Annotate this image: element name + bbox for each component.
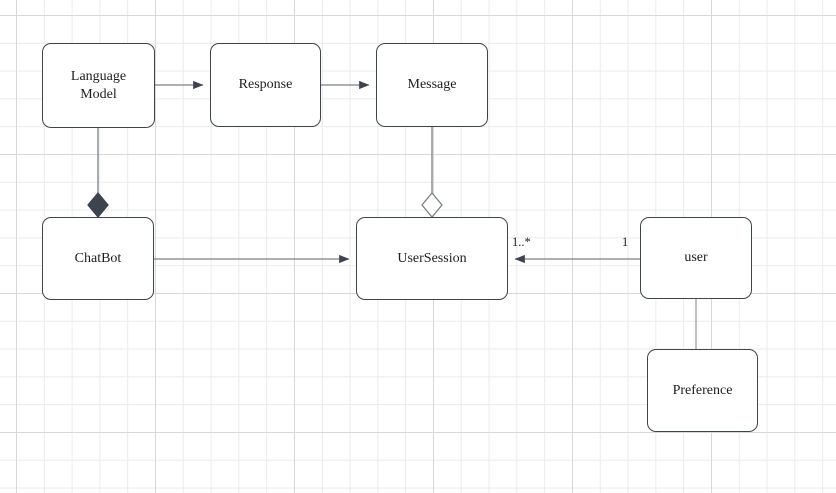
edge-language-model-to-chatbot <box>87 128 109 219</box>
filled-diamond-icon <box>87 191 109 219</box>
node-response[interactable]: Response <box>210 43 321 127</box>
hollow-diamond-icon <box>421 191 443 219</box>
multiplicity-label-user-session: 1..* <box>512 235 531 249</box>
multiplicity-label-user: 1 <box>622 235 629 249</box>
node-label: UserSession <box>397 250 467 266</box>
node-message[interactable]: Message <box>376 43 488 127</box>
node-preference[interactable]: Preference <box>647 349 758 432</box>
edge-message-to-user-session <box>421 127 443 219</box>
node-user[interactable]: user <box>640 217 752 299</box>
node-user-session[interactable]: UserSession <box>356 217 508 300</box>
node-label: ChatBot <box>74 250 122 266</box>
node-label: user <box>684 250 708 266</box>
node-label: Language Model <box>70 68 127 102</box>
node-language-model[interactable]: Language Model <box>42 43 155 128</box>
node-label: Response <box>238 77 293 93</box>
node-label: Message <box>407 77 457 93</box>
node-label: Preference <box>672 382 733 398</box>
node-chatbot[interactable]: ChatBot <box>42 217 154 300</box>
